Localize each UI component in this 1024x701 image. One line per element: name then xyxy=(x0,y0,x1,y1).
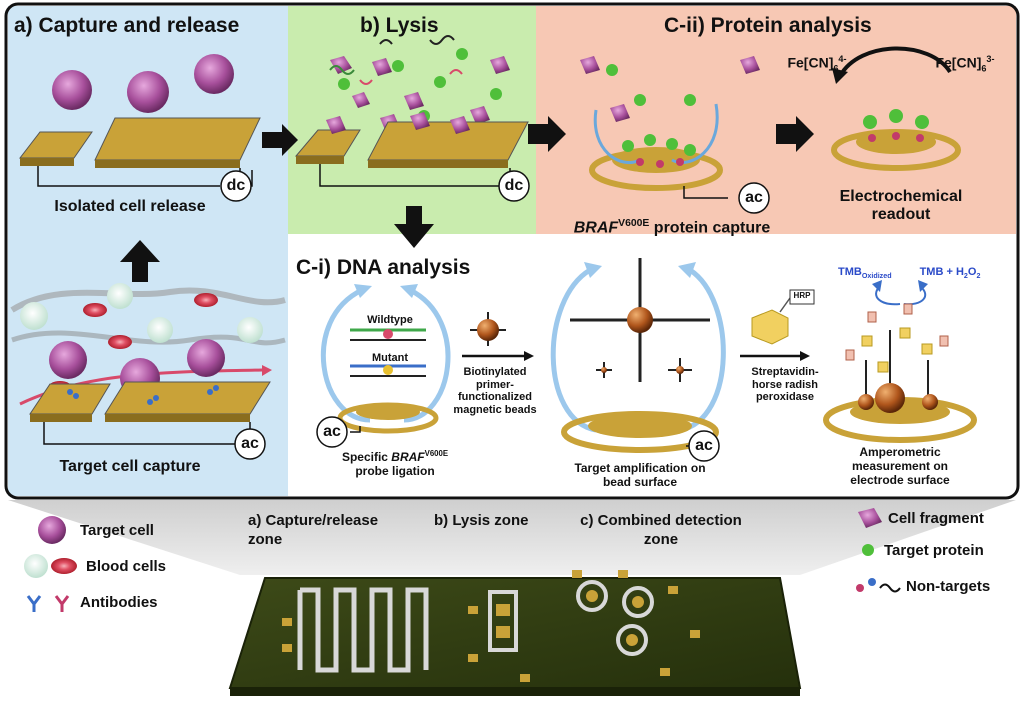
magnetic-bead-icon xyxy=(470,312,506,346)
dc-label-b: dc xyxy=(504,177,524,194)
streptavidin-label: Streptavidin-horse radish peroxidase xyxy=(751,366,819,404)
isolated-cell-release-label: Isolated cell release xyxy=(54,198,206,215)
biotinylated-beads-label: Biotinylated primer-functionalized magne… xyxy=(453,366,537,416)
floating-target-cells xyxy=(52,54,234,113)
ac-label-ci-mid: ac xyxy=(695,437,713,454)
ferrocyanide-label: Fe[CN]64- xyxy=(787,54,847,74)
legend-target-protein: Target protein xyxy=(884,542,984,559)
tmb-oxidized-label: TMBOxidized xyxy=(838,266,892,281)
amplification-scene xyxy=(550,258,726,462)
specific-probe-ligation-label: Specific BRAFV600E probe ligation xyxy=(341,449,449,478)
legend-icons xyxy=(24,508,901,612)
braf-protein-capture-label: BRAFV600E protein capture xyxy=(573,218,771,237)
panel-cii-title: C-ii) Protein analysis xyxy=(664,14,872,37)
arrow-b-to-ci xyxy=(394,206,434,248)
ac-label-cii: ac xyxy=(745,189,763,206)
panel-a-title: a) Capture and release xyxy=(14,14,240,37)
wildtype-label: Wildtype xyxy=(367,314,413,326)
legend-blood-cells: Blood cells xyxy=(86,558,167,575)
legend-cell-fragment: Cell fragment xyxy=(888,510,984,527)
arrow-cii-to-readout xyxy=(776,116,814,152)
legend-target-cell: Target cell xyxy=(80,522,154,539)
ac-label-a: ac xyxy=(241,435,259,452)
lysis-scene xyxy=(294,35,530,202)
panel-ci-title: C-i) DNA analysis xyxy=(296,256,471,279)
zone-lysis: b) Lysis zone xyxy=(434,512,529,529)
arrow-a-to-b xyxy=(262,124,298,156)
protein-capture-scene xyxy=(580,56,770,214)
zoom-funnel xyxy=(8,500,1016,575)
target-cell-capture-label: Target cell capture xyxy=(59,458,201,475)
panel-b-title: b) Lysis xyxy=(360,14,439,37)
probe-ligation-scene xyxy=(316,284,451,448)
main-frame xyxy=(4,2,1020,500)
legend-non-targets: Non-targets xyxy=(906,578,991,595)
arrow-b-to-cii xyxy=(528,116,566,152)
microfluidic-chip xyxy=(228,570,802,696)
up-arrow xyxy=(120,240,160,282)
hrp-label: HRP xyxy=(793,291,811,300)
zone-combined-detection: c) Combined detection zone xyxy=(580,512,742,548)
target-amplification-label: Target amplification on bead surface xyxy=(574,461,706,489)
tmb-h2o2-label: TMB + H2O2 xyxy=(919,266,981,281)
ferricyanide-label: Fe[CN]63- xyxy=(935,54,995,74)
ac-label-ci-left: ac xyxy=(323,423,341,440)
mutant-label: Mutant xyxy=(371,352,409,364)
electrochemical-readout-scene xyxy=(831,46,961,171)
electrochemical-readout-label: Electrochemical readout xyxy=(839,188,963,224)
legend-antibodies: Antibodies xyxy=(80,594,158,611)
amperometric-scene xyxy=(823,280,977,443)
capture-scene xyxy=(10,283,286,460)
zone-capture-release: a) Capture/release zone xyxy=(248,512,379,548)
hrp-enzyme-icon xyxy=(751,289,815,345)
dc-label-a: dc xyxy=(226,177,246,194)
release-electrodes xyxy=(18,117,261,202)
amperometric-label: Amperometric measurement on electrode su… xyxy=(850,445,950,487)
